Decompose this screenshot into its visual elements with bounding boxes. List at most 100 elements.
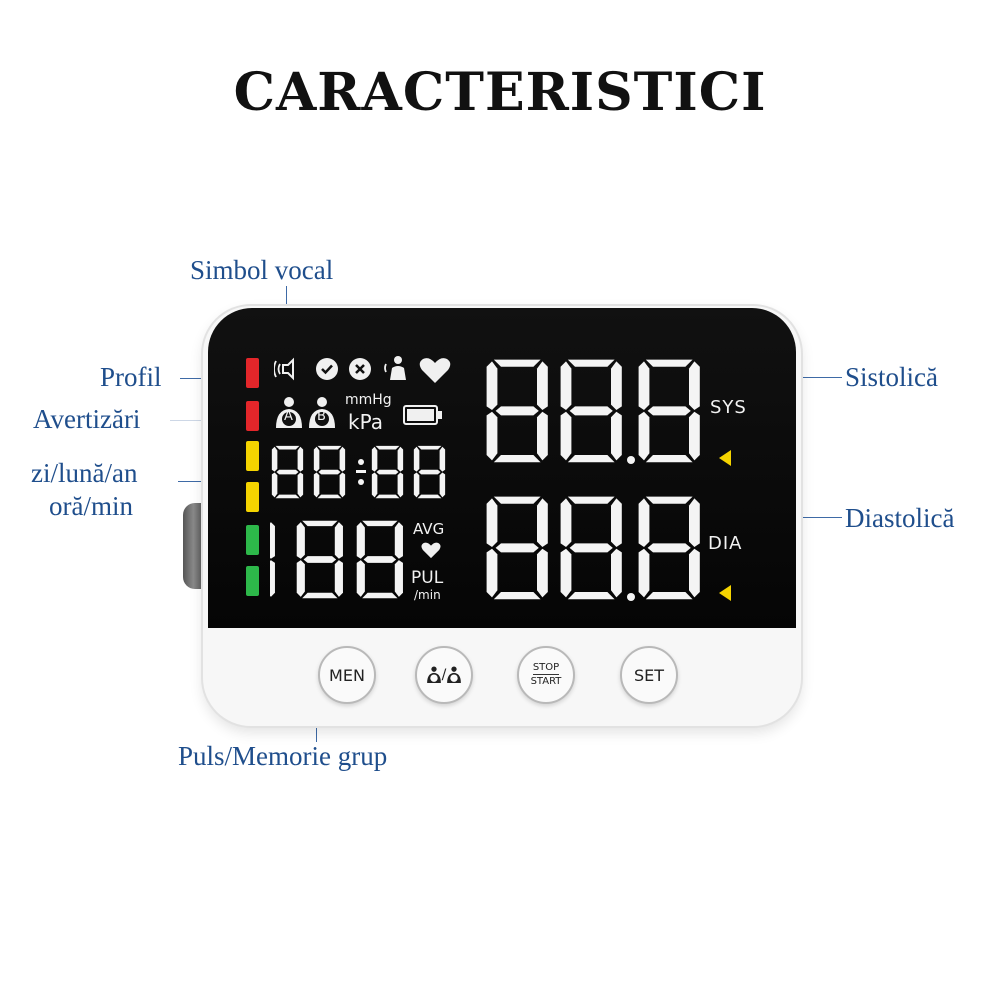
pulse-digits [270, 520, 403, 599]
user-b-icon [307, 396, 337, 435]
segment-f [413, 446, 420, 472]
segment-b [297, 446, 304, 472]
user-switch-button[interactable]: / [415, 646, 473, 704]
segment-f [486, 498, 498, 547]
page-title: CARACTERISTICI [233, 62, 767, 123]
dia-label: DIA [708, 533, 743, 554]
segment-b [537, 361, 548, 410]
segment-a [417, 445, 442, 450]
seg-digit-sys-1 [486, 359, 548, 463]
seg-digit-sys-3 [638, 359, 700, 463]
segment-a [645, 359, 693, 367]
level-bar-green-1 [246, 525, 259, 555]
segment-e [313, 472, 320, 498]
segment-c [537, 548, 548, 598]
callout-profile: Profil [100, 362, 162, 392]
level-bar-yellow-1 [246, 441, 259, 471]
set-button[interactable]: SET [620, 646, 678, 704]
segment-e [486, 411, 498, 461]
segment-a [375, 445, 400, 450]
segment-b [334, 522, 343, 559]
segment-f [271, 446, 278, 472]
segment-e [296, 560, 305, 597]
body-movement-icon [382, 354, 410, 387]
segment-c [334, 560, 343, 597]
seg-digit-date-1 [271, 445, 304, 499]
segment-d [567, 592, 615, 600]
segment-c [689, 411, 700, 461]
segment-c [297, 472, 304, 498]
segment-b [397, 446, 404, 472]
segment-b [270, 522, 275, 559]
segment-g [495, 543, 539, 553]
men-button[interactable]: MEN [318, 646, 376, 704]
segment-c [439, 472, 446, 498]
seg-digit-pulse-3 [356, 520, 403, 599]
segment-c [611, 548, 622, 598]
colon-bottom-dot [358, 479, 364, 485]
set-button-label: SET [633, 665, 665, 685]
segment-f [296, 522, 305, 559]
segment-d [645, 592, 693, 600]
callout-systolic: Sistolică [845, 362, 938, 392]
segment-f [638, 361, 650, 410]
segment-d [645, 455, 693, 463]
segment-g [276, 469, 299, 475]
segment-g [363, 556, 397, 563]
segment-f [638, 498, 650, 547]
callout-time: oră/min [49, 491, 133, 521]
segment-e [413, 472, 420, 498]
segment-g [569, 543, 613, 553]
switch-slash: / [441, 667, 447, 683]
stop-start-button[interactable]: STOP START [517, 646, 575, 704]
avg-label: AVG [413, 520, 445, 538]
segment-c [339, 472, 346, 498]
user-a-icon [274, 396, 304, 435]
segment-g [303, 556, 337, 563]
callout-warnings: Avertizări [33, 404, 141, 434]
segment-e [638, 548, 650, 598]
callout-pulse-memory: Puls/Memorie grup [178, 741, 388, 771]
seg-digit-pulse-1 [270, 522, 275, 597]
segment-e [271, 472, 278, 498]
battery-icon [403, 405, 443, 430]
avg-heart-icon [421, 541, 441, 564]
user-switch-icon: / [426, 666, 463, 684]
segment-b [689, 361, 700, 410]
segment-c [537, 411, 548, 461]
seg-digit-dia-3 [638, 496, 700, 600]
date-separator [356, 470, 366, 473]
segment-f [356, 522, 365, 559]
datetime-digits [271, 445, 446, 499]
systolic-digits [486, 359, 700, 464]
check-icon [315, 357, 339, 386]
segment-b [339, 446, 346, 472]
user-b-label: B [317, 409, 326, 424]
voice-icon [273, 357, 302, 386]
diastolic-digits [486, 496, 700, 601]
unit-mmhg: mmHg [345, 392, 392, 408]
segment-a [493, 359, 541, 367]
segment-f [560, 361, 572, 410]
segment-b [394, 522, 403, 559]
seg-digit-pulse-2 [296, 520, 343, 599]
segment-g [647, 406, 691, 416]
segment-b [537, 498, 548, 547]
segment-a [493, 496, 541, 504]
segment-c [397, 472, 404, 498]
men-button-label: MEN [329, 665, 365, 685]
heart-icon [419, 356, 451, 389]
sys-decimal-point [627, 456, 635, 464]
segment-g [376, 469, 399, 475]
segment-a [317, 445, 342, 450]
segment-e [371, 472, 378, 498]
segment-d [417, 494, 442, 499]
segment-a [645, 496, 693, 504]
dia-decimal-point [627, 593, 635, 601]
segment-d [375, 494, 400, 499]
segment-c [611, 411, 622, 461]
segment-f [313, 446, 320, 472]
level-bar-green-2 [246, 566, 259, 596]
segment-a [302, 520, 338, 527]
segment-b [611, 361, 622, 410]
